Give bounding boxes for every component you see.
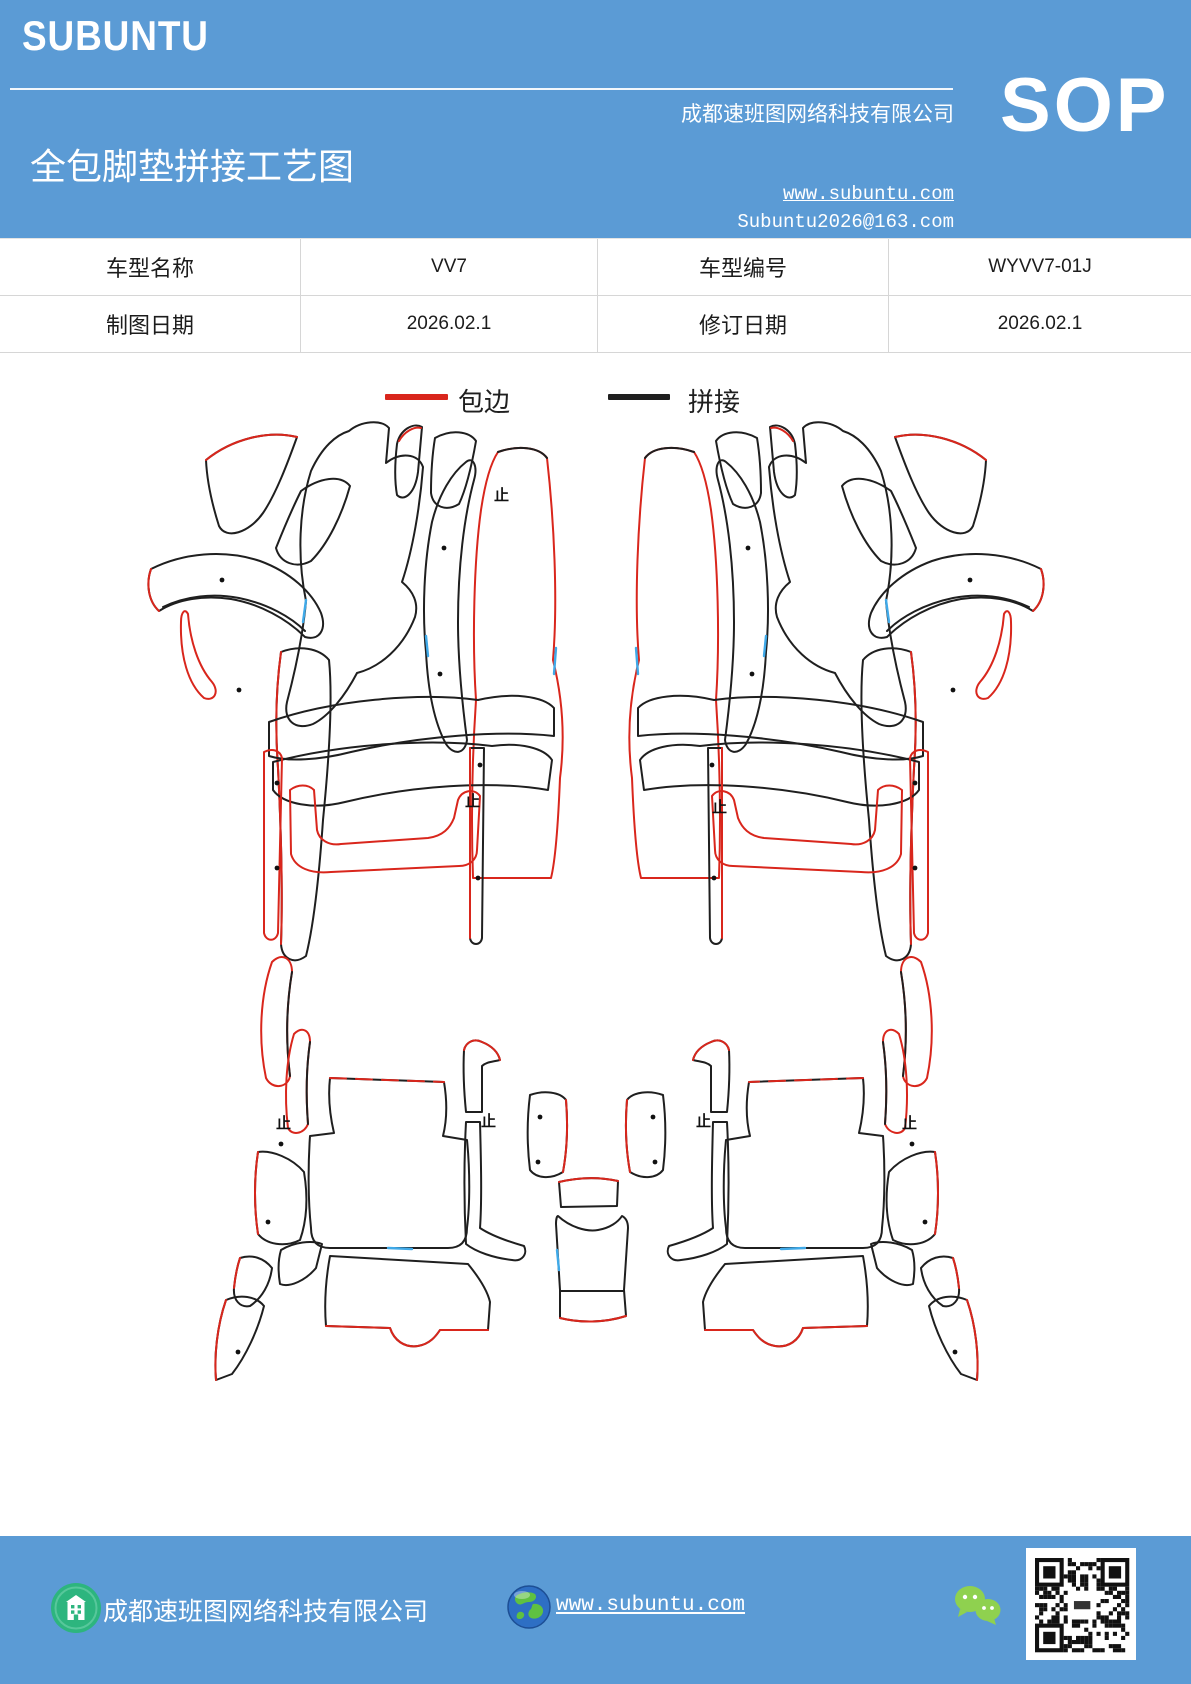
revise-date-value: 2026.02.1 <box>889 296 1191 352</box>
model-code-value: WYVV7-01J <box>889 239 1191 296</box>
globe-icon <box>507 1585 551 1629</box>
splice-line-label: 拼接 <box>688 388 741 417</box>
page-title: 全包脚垫拼接工艺图 <box>30 147 355 187</box>
rear-right-mat-drawing <box>624 955 979 1382</box>
stop-mark: 止 <box>696 1112 711 1130</box>
splice-line-swatch <box>608 394 670 400</box>
line-legend: 包边 拼接 <box>0 380 1191 417</box>
revise-date-label: 修订日期 <box>598 296 889 352</box>
stop-mark: 止 <box>902 1114 917 1132</box>
stop-mark: 止 <box>276 1114 291 1132</box>
header-email: Subuntu2026@163.com <box>737 211 954 233</box>
footer-company-name: 成都速班图网络科技有限公司 <box>103 1599 429 1626</box>
vehicle-info-table: 车型名称 VV7 车型编号 WYVV7-01J 制图日期 2026.02.1 修… <box>0 238 1191 353</box>
model-name-value: VV7 <box>301 239 598 296</box>
model-name-label: 车型名称 <box>0 239 301 296</box>
stop-mark: 止 <box>465 792 480 810</box>
header-website-link[interactable]: www.subuntu.com <box>782 183 954 205</box>
rear-left-mat-drawing <box>214 955 569 1382</box>
header-company-name: 成都速班图网络科技有限公司 <box>681 102 954 126</box>
center-tunnel-pieces <box>555 1177 629 1323</box>
header-divider <box>10 88 953 90</box>
company-building-icon <box>51 1583 101 1633</box>
stop-marks: 止 止 止 止 止 止 止 <box>276 486 917 1132</box>
footer-website-link[interactable]: www.subuntu.com <box>556 1594 746 1617</box>
binding-line-label: 包边 <box>458 388 511 417</box>
header-banner: SUBUNTU 全包脚垫拼接工艺图 成都速班图网络科技有限公司 www.subu… <box>0 0 1191 238</box>
binding-line-swatch <box>385 394 448 400</box>
model-code-label: 车型编号 <box>598 239 889 296</box>
qr-code <box>1026 1548 1136 1660</box>
stop-mark: 止 <box>481 1112 496 1130</box>
front-right-mat-drawing <box>628 421 1045 962</box>
draw-date-value: 2026.02.1 <box>301 296 598 352</box>
doc-type-label: SOP <box>1000 63 1170 148</box>
wechat-icon <box>955 1586 1001 1625</box>
qr-code-grid <box>1035 1558 1130 1653</box>
stop-mark: 止 <box>494 486 509 504</box>
draw-date-label: 制图日期 <box>0 296 301 352</box>
footer-banner: 成都速班图网络科技有限公司 www.subuntu.com <box>0 1536 1191 1684</box>
stop-mark: 止 <box>712 798 727 816</box>
brand-logo: SUBUNTU <box>22 12 209 59</box>
